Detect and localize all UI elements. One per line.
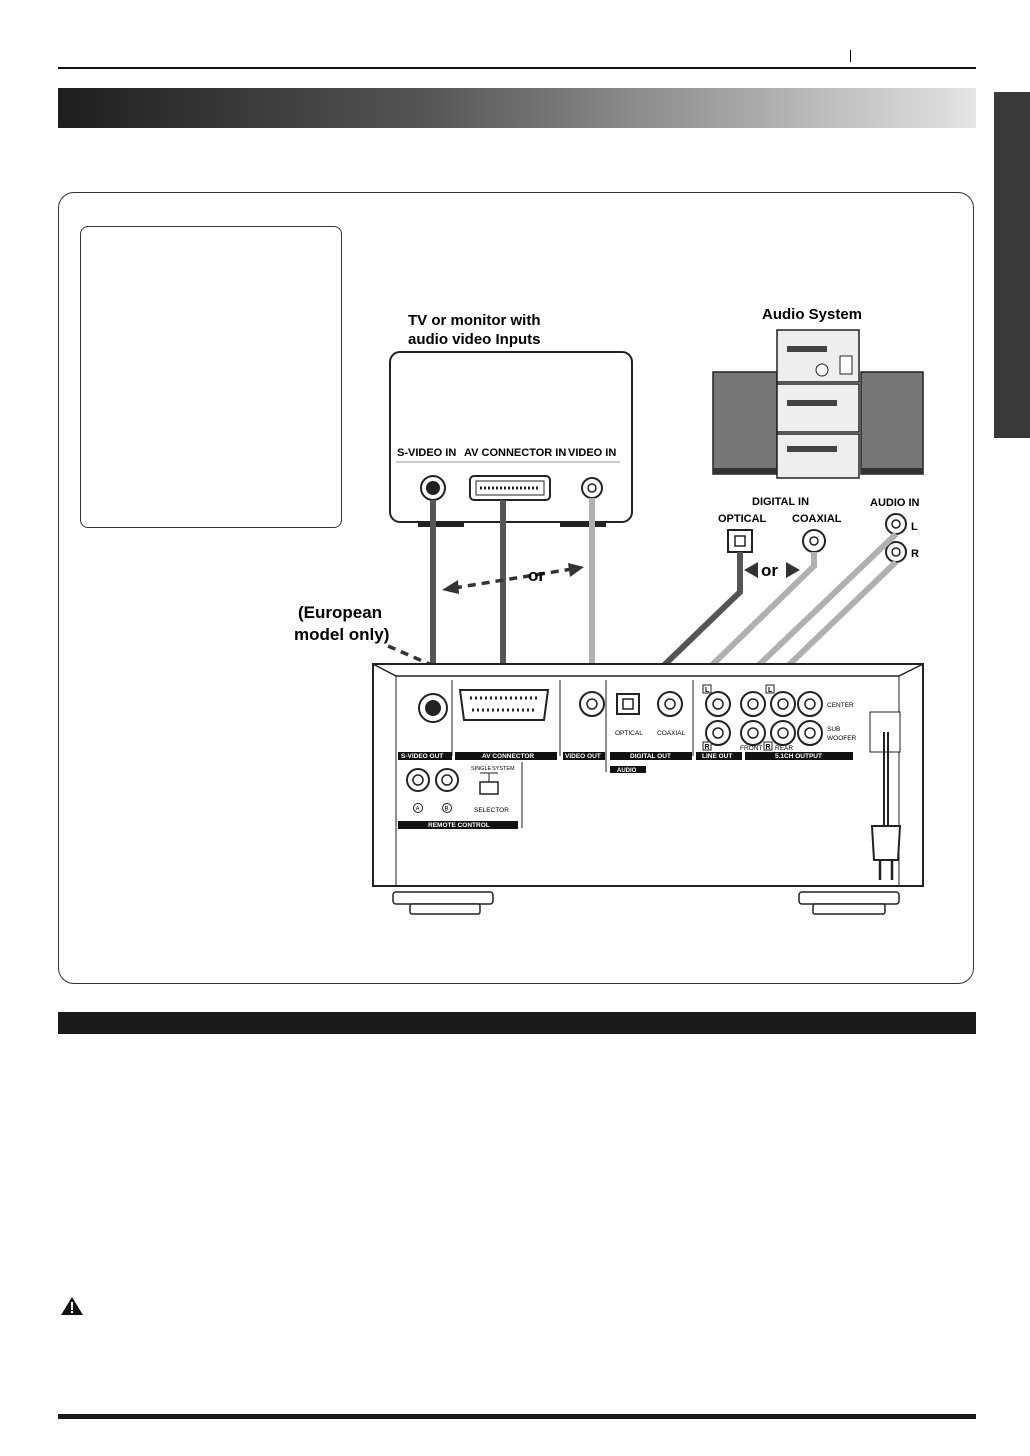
video-out-jack — [579, 691, 605, 717]
optical-out-label: OPTICAL — [615, 730, 643, 737]
optical-in-label: OPTICAL — [718, 513, 767, 525]
remote-a-jack — [406, 768, 430, 792]
title-bar — [58, 88, 976, 128]
remote-control-label: REMOTE CONTROL — [428, 822, 490, 829]
digital-out-label: DIGITAL OUT — [630, 753, 671, 760]
remote-a-label: A — [416, 807, 420, 813]
line-out-r-marker: R — [705, 744, 710, 751]
power-cord — [869, 711, 902, 880]
line-out-right-jack — [705, 720, 731, 746]
chapter-tab — [994, 92, 1030, 438]
video-out-label: VIDEO OUT — [565, 753, 601, 760]
output-r-marker: R — [766, 744, 771, 751]
coaxial-cable — [669, 552, 817, 707]
woofer-label: WOOFER — [827, 735, 857, 742]
european-note-line1: (European — [298, 603, 382, 622]
header-rule — [58, 67, 976, 69]
front-label: FRONT — [740, 745, 762, 752]
rear-label: REAR — [775, 745, 793, 752]
audio-label: AUDIO — [617, 768, 637, 774]
front-left-jack — [740, 691, 766, 717]
tv-scart-connector — [469, 475, 551, 501]
subwoofer-jack — [797, 720, 823, 746]
center-jack — [797, 691, 823, 717]
or-arrow-audio — [744, 562, 800, 578]
or-arrow-video — [442, 563, 584, 594]
tv-video-jack — [581, 477, 603, 499]
header-tick — [850, 50, 851, 62]
rear-right-jack — [770, 720, 796, 746]
footer-rule — [58, 1414, 976, 1419]
output-l-marker: L — [768, 687, 773, 694]
audio-system-image — [712, 329, 924, 479]
optical-out-jack — [616, 693, 640, 715]
tv-svideo-in-label: S-VIDEO IN — [397, 447, 456, 459]
warning-icon — [61, 1297, 83, 1315]
or-label-audio: or — [761, 561, 778, 580]
audio-in-right-label: R — [911, 548, 919, 560]
european-note-line2: model only) — [294, 625, 389, 644]
selector-switch — [479, 772, 499, 795]
coaxial-in-jack — [802, 529, 826, 553]
tv-monitor — [389, 351, 633, 527]
center-label: CENTER — [827, 702, 854, 709]
tv-video-in-label: VIDEO IN — [568, 447, 616, 459]
remote-b-badge — [442, 803, 452, 813]
system-label: SYSTEM — [492, 766, 515, 772]
av-connector-out — [458, 689, 550, 721]
remote-b-jack — [435, 768, 459, 792]
audio-in-label: AUDIO IN — [870, 497, 920, 509]
line-out-left-jack — [705, 691, 731, 717]
tv-av-connector-in-label: AV CONNECTOR IN — [464, 447, 566, 459]
line-out-label: LINE OUT — [702, 753, 732, 760]
optical-in-jack — [727, 529, 753, 553]
or-label-video: or — [528, 566, 545, 585]
tv-title-line1: TV or monitor with — [408, 312, 541, 329]
svideo-out-jack — [418, 693, 448, 723]
remote-b-label: B — [445, 807, 449, 813]
audio-system-title: Audio System — [762, 306, 862, 323]
tv-svideo-jack — [420, 475, 446, 501]
diagram-frame — [58, 192, 974, 984]
audio-in-left-label: L — [911, 521, 918, 533]
digital-in-label: DIGITAL IN — [752, 496, 809, 508]
selector-label: SELECTOR — [474, 807, 509, 814]
output-51ch-label: 5.1CH OUTPUT — [775, 753, 822, 760]
av-connector-label: AV CONNECTOR — [482, 753, 534, 760]
audio-in-left-jack — [885, 513, 907, 535]
remote-a-badge — [413, 803, 423, 813]
coaxial-out-jack — [657, 691, 683, 717]
rear-left-jack — [770, 691, 796, 717]
svideo-out-label: S-VIDEO OUT — [401, 753, 443, 760]
note-box — [80, 226, 342, 528]
audio-in-right-jack — [885, 541, 907, 563]
coaxial-out-label: COAXIAL — [657, 730, 686, 737]
single-label: SINGLE — [471, 766, 492, 772]
front-right-jack — [740, 720, 766, 746]
sub-label: SUB — [827, 726, 840, 733]
coaxial-in-label: COAXIAL — [792, 513, 842, 525]
section-bar — [58, 1012, 976, 1034]
tv-title-line2: audio video Inputs — [408, 331, 541, 348]
line-out-l-marker: L — [705, 687, 710, 694]
